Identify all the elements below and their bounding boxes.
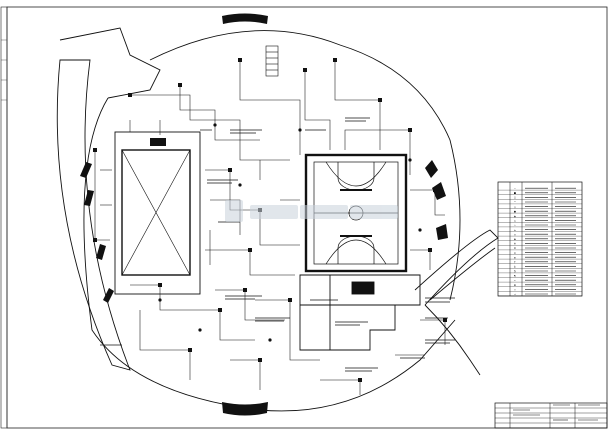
legend-symbol: ★ xyxy=(514,228,516,232)
legend-symbol: ☆ xyxy=(514,223,516,227)
legend-symbol: ⊗ xyxy=(514,246,516,250)
binding-margin xyxy=(0,6,8,429)
legend-symbol: ■ xyxy=(514,191,516,195)
legend-symbol: § xyxy=(514,269,516,273)
seating-east-1 xyxy=(425,160,438,178)
east-ramp-a xyxy=(414,229,499,306)
margin-ticks xyxy=(1,39,7,101)
title-block xyxy=(494,402,608,429)
legend-symbol: → xyxy=(514,292,516,296)
seating-west-2 xyxy=(84,190,94,206)
legend-rows: —■□─○●▲△☆★◇◆⊕⊗⊙≡†‡§¶•▪▫→ xyxy=(498,186,582,296)
pool-diagonal-b xyxy=(121,149,191,276)
seating-north xyxy=(222,13,268,24)
inner-west-curve xyxy=(83,97,261,411)
seating-east-3 xyxy=(436,224,448,240)
seating-blocks xyxy=(80,13,448,416)
seating-west-1 xyxy=(80,162,92,178)
seating-south xyxy=(222,402,268,416)
legend-symbol: ● xyxy=(514,209,516,213)
north-west-wing xyxy=(59,27,161,99)
west-hall xyxy=(114,131,201,295)
fixtures xyxy=(93,58,447,382)
legend-symbol: ¶ xyxy=(514,274,516,278)
pool-equipment xyxy=(150,138,166,146)
legend-symbol: ○ xyxy=(514,205,516,209)
legend-symbol: — xyxy=(514,186,516,190)
arc-north xyxy=(325,161,387,187)
east-ramp-b xyxy=(429,247,496,301)
legend-symbol: ◇ xyxy=(514,232,516,236)
legend-symbol: □ xyxy=(514,196,516,200)
legend-symbol: ▪ xyxy=(514,283,516,287)
east-stair xyxy=(424,304,481,376)
north-east-curve xyxy=(149,30,461,301)
watermark-logo xyxy=(225,200,398,222)
legend-symbol: ‡ xyxy=(514,265,516,269)
legend-symbol: ◆ xyxy=(514,237,516,241)
legend-symbol: △ xyxy=(514,219,516,223)
legend-table: —■□─○●▲△☆★◇◆⊕⊗⊙≡†‡§¶•▪▫→ xyxy=(497,181,583,297)
equipment-block xyxy=(351,281,375,295)
legend-symbol: ⊙ xyxy=(514,251,516,255)
legend-symbol: • xyxy=(514,278,516,282)
north-stair xyxy=(265,45,279,77)
building-outline xyxy=(56,27,499,412)
legend-symbol: † xyxy=(514,260,516,264)
arc-south xyxy=(325,239,387,265)
seating-east-2 xyxy=(432,182,446,200)
legend-symbol: ⊕ xyxy=(514,242,516,246)
seating-west-4 xyxy=(103,288,114,303)
seating-west-3 xyxy=(96,244,106,260)
pool-outline xyxy=(121,149,191,276)
legend-symbol: ≡ xyxy=(514,255,516,259)
legend-symbol: ▫ xyxy=(514,288,516,292)
legend-symbol: ▲ xyxy=(514,214,516,218)
legend-symbol: ─ xyxy=(513,200,516,204)
service-rooms xyxy=(299,274,421,351)
south-curve xyxy=(259,319,456,412)
west-curved-wall xyxy=(56,59,131,371)
